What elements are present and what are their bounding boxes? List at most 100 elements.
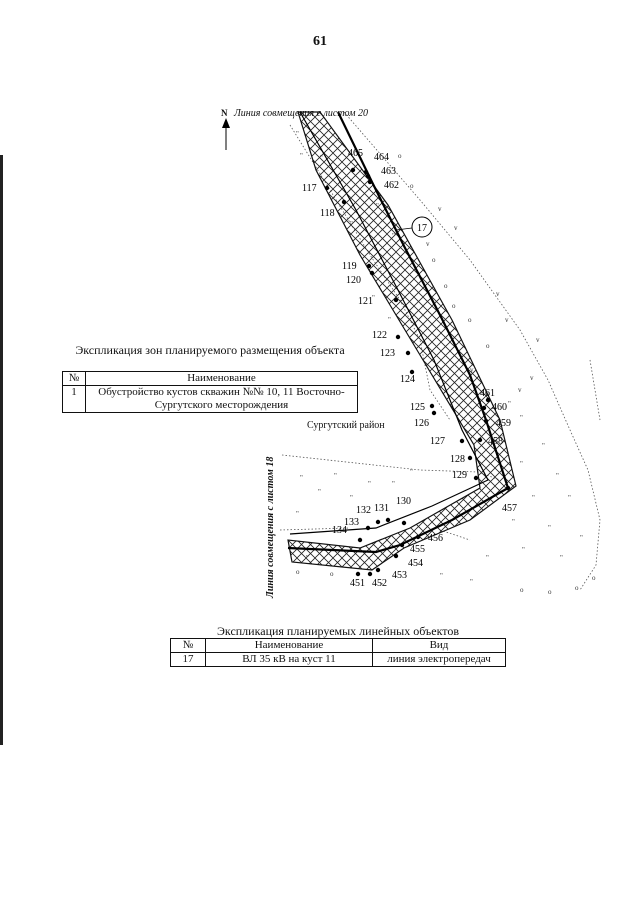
svg-text:": " xyxy=(548,524,551,532)
point-label: 464 xyxy=(374,152,389,163)
point-label: 127 xyxy=(430,436,445,447)
svg-text:o: o xyxy=(592,574,596,582)
table-cell-num: 1 xyxy=(62,385,86,413)
point-label: 452 xyxy=(372,578,387,589)
svg-text:v: v xyxy=(530,374,534,382)
table-header: Вид xyxy=(372,638,506,653)
sheet-18-junction-label: Линия совмещения с листом 18 xyxy=(265,456,276,598)
svg-text:": " xyxy=(350,494,353,502)
point-label: 132 xyxy=(356,505,371,516)
svg-text:": " xyxy=(532,494,535,502)
table-cell-name: Обустройство кустов скважин №№ 10, 11 Во… xyxy=(85,385,358,413)
sheet-20-junction-label: Линия совмещения с листом 20 xyxy=(234,108,369,119)
svg-text:": " xyxy=(334,472,337,480)
svg-text:v: v xyxy=(426,240,430,248)
svg-text:о: о xyxy=(520,586,524,594)
point-label: 454 xyxy=(408,558,423,569)
object-17-label: 17 xyxy=(417,223,427,234)
point-label: 461 xyxy=(480,388,495,399)
svg-text:": " xyxy=(520,460,523,468)
zones-legend-caption: Экспликация зон планируемого размещения … xyxy=(75,343,345,357)
point-label: 123 xyxy=(380,348,395,359)
point-label: 456 xyxy=(428,533,443,544)
svg-text:": " xyxy=(522,546,525,554)
point-label: 453 xyxy=(392,570,407,581)
point-label: 128 xyxy=(450,454,465,465)
point-label: 130 xyxy=(396,496,411,507)
table-header: № xyxy=(62,371,86,386)
svg-text:": " xyxy=(318,488,321,496)
svg-text:": " xyxy=(580,534,583,542)
svg-text:": " xyxy=(388,316,391,324)
planned-zone-hatched xyxy=(287,111,517,571)
svg-text:": " xyxy=(440,572,443,580)
point-label: 120 xyxy=(346,275,361,286)
point-label: 129 xyxy=(452,470,467,481)
svg-text:": " xyxy=(542,442,545,450)
svg-text:": " xyxy=(392,480,395,488)
north-label: N xyxy=(221,108,228,118)
svg-text:": " xyxy=(296,130,299,138)
table-header: Наименование xyxy=(85,371,358,386)
svg-text:о: о xyxy=(575,584,579,592)
svg-text:v: v xyxy=(496,290,500,298)
point-label: 465 xyxy=(348,148,363,159)
linear-legend-caption: Экспликация планируемых линейных объекто… xyxy=(216,624,460,638)
svg-text:v: v xyxy=(536,336,540,344)
point-label: 124 xyxy=(400,374,415,385)
zone-boundary-inner xyxy=(289,111,489,535)
district-label: Сургутский район xyxy=(307,420,385,431)
svg-text:": " xyxy=(520,414,523,422)
table-cell-num: 17 xyxy=(170,652,206,667)
point-label: 131 xyxy=(374,503,389,514)
table-row: 1 Обустройство кустов скважин №№ 10, 11 … xyxy=(62,385,358,413)
svg-text:": " xyxy=(560,554,563,562)
svg-text:": " xyxy=(556,472,559,480)
svg-text:v: v xyxy=(518,386,522,394)
svg-text:": " xyxy=(512,518,515,526)
point-labels: 465 464 463 462 117 118 119 120 121 122 … xyxy=(302,148,517,589)
svg-text:o: o xyxy=(548,588,552,596)
point-label: 458 xyxy=(488,436,503,447)
svg-text:": " xyxy=(300,152,303,160)
svg-text:": " xyxy=(296,510,299,518)
point-label: 126 xyxy=(414,418,429,429)
svg-text:o: o xyxy=(444,282,448,290)
svg-text:": " xyxy=(470,578,473,586)
svg-text:о: о xyxy=(468,316,472,324)
point-label: 119 xyxy=(342,261,357,272)
svg-text:о: о xyxy=(432,256,436,264)
svg-text:o: o xyxy=(452,302,456,310)
point-label: 134 xyxy=(332,525,347,536)
table-header: № xyxy=(170,638,206,653)
svg-text:": " xyxy=(368,480,371,488)
table-row: 17 ВЛ 35 кВ на куст 11 линия электропере… xyxy=(170,652,506,667)
point-label: 118 xyxy=(320,208,335,219)
point-label: 460 xyxy=(492,402,507,413)
svg-text:": " xyxy=(486,554,489,562)
svg-text:v: v xyxy=(505,316,509,324)
table-header: Наименование xyxy=(205,638,373,653)
svg-text:": " xyxy=(372,294,375,302)
point-label: 459 xyxy=(496,418,511,429)
margin-binding-line xyxy=(0,155,3,745)
point-label: 121 xyxy=(358,296,373,307)
svg-text:o: o xyxy=(486,342,490,350)
zones-legend-table: № Наименование 1 Обустройство кустов скв… xyxy=(62,371,358,413)
svg-text:": " xyxy=(410,468,413,476)
page-number: 61 xyxy=(313,34,327,49)
object-17-circle xyxy=(411,216,433,238)
point-label: 125 xyxy=(410,402,425,413)
point-label: 463 xyxy=(381,166,396,177)
svg-text:о: о xyxy=(330,570,334,578)
point-label: 133 xyxy=(344,517,359,528)
point-label: 457 xyxy=(502,503,517,514)
svg-text:v: v xyxy=(438,205,442,213)
point-label: 451 xyxy=(350,578,365,589)
table-cell-name: ВЛ 35 кВ на куст 11 xyxy=(205,652,373,667)
svg-text:v: v xyxy=(454,224,458,232)
point-label: 122 xyxy=(372,330,387,341)
svg-text:": " xyxy=(380,582,383,590)
point-label: 455 xyxy=(410,544,425,555)
